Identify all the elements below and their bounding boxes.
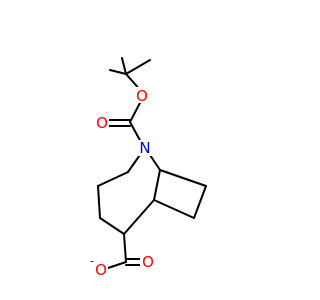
bond-carboxyl-single bbox=[107, 261, 127, 269]
bond-tbu-methyl-top bbox=[121, 57, 127, 75]
atom-ether-oxygen-label: O bbox=[136, 87, 148, 105]
atom-carboxylate-oxygen-label: O bbox=[95, 261, 107, 279]
atom-carboxylate-charge: - bbox=[90, 255, 94, 268]
bond-tbu-methyl-left bbox=[109, 69, 127, 75]
atom-carboxyl-double-oxygen: O bbox=[140, 253, 154, 271]
atom-carboxyl-double-oxygen-label: O bbox=[142, 253, 154, 271]
atom-ether-oxygen: O bbox=[136, 87, 149, 105]
atom-carboxylate-oxygen: O - bbox=[90, 255, 108, 279]
bond-ring-2 bbox=[97, 185, 101, 219]
bond-ring-1 bbox=[97, 171, 129, 187]
atom-bridge-nitrogen: N bbox=[138, 139, 152, 157]
bond-ring-6 bbox=[159, 169, 207, 187]
bond-ring-4 bbox=[123, 199, 155, 235]
atom-bridge-nitrogen-label: N bbox=[139, 139, 150, 157]
molecule-diagram: O O N O O - bbox=[90, 57, 207, 279]
bond-tbu-methyl-right bbox=[125, 59, 151, 75]
atom-carbonyl-oxygen: O bbox=[95, 114, 109, 132]
bond-ring-5 bbox=[153, 169, 161, 201]
atom-carbonyl-oxygen-label: O bbox=[96, 114, 108, 132]
atom-labels: O O N O O - bbox=[90, 87, 154, 279]
bonds bbox=[97, 57, 207, 269]
structure-canvas: O O N O O - bbox=[90, 57, 207, 279]
bond-ring-7 bbox=[193, 185, 207, 219]
bond-ring-8 bbox=[153, 199, 195, 219]
bond-ring-carboxyl bbox=[123, 233, 127, 263]
bond-ring-3 bbox=[99, 217, 125, 235]
